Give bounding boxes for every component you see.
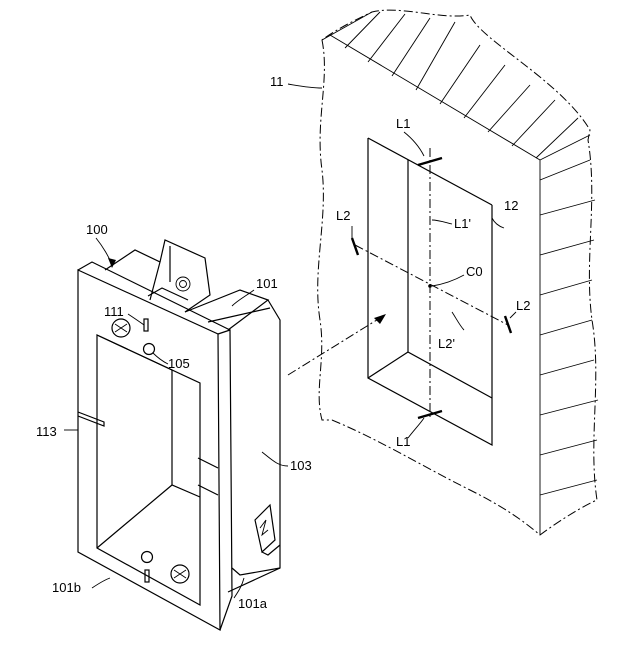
label-wall: 11 xyxy=(270,74,284,89)
label-slot: 111 xyxy=(104,304,124,319)
insertion-arrow xyxy=(288,314,386,375)
label-l2-prime: L2' xyxy=(438,336,455,351)
label-center: C0 xyxy=(466,264,483,279)
slot-top xyxy=(144,319,148,331)
label-l1-prime: L1' xyxy=(454,216,471,231)
label-body: 103 xyxy=(290,458,312,473)
labels: 100 101 111 105 113 103 101b 101a 11 12 … xyxy=(36,74,530,611)
label-l1-top: L1 xyxy=(396,116,410,131)
screw-bottom xyxy=(171,565,189,583)
label-plate-a: 101a xyxy=(238,596,268,611)
screw-top xyxy=(112,319,130,337)
label-hole: 105 xyxy=(168,356,190,371)
wall xyxy=(318,10,598,535)
device xyxy=(78,240,280,630)
label-plate: 101 xyxy=(256,276,278,291)
hole-top xyxy=(144,344,155,355)
hole-bottom xyxy=(142,552,153,563)
label-l1-bottom: L1 xyxy=(396,434,410,449)
label-plate-b: 101b xyxy=(52,580,81,595)
label-l2-left: L2 xyxy=(336,208,350,223)
label-opening: 12 xyxy=(504,198,518,213)
label-device: 100 xyxy=(86,222,108,237)
center-lines xyxy=(352,148,511,420)
label-l2-right: L2 xyxy=(516,298,530,313)
label-notch: 113 xyxy=(36,424,57,439)
